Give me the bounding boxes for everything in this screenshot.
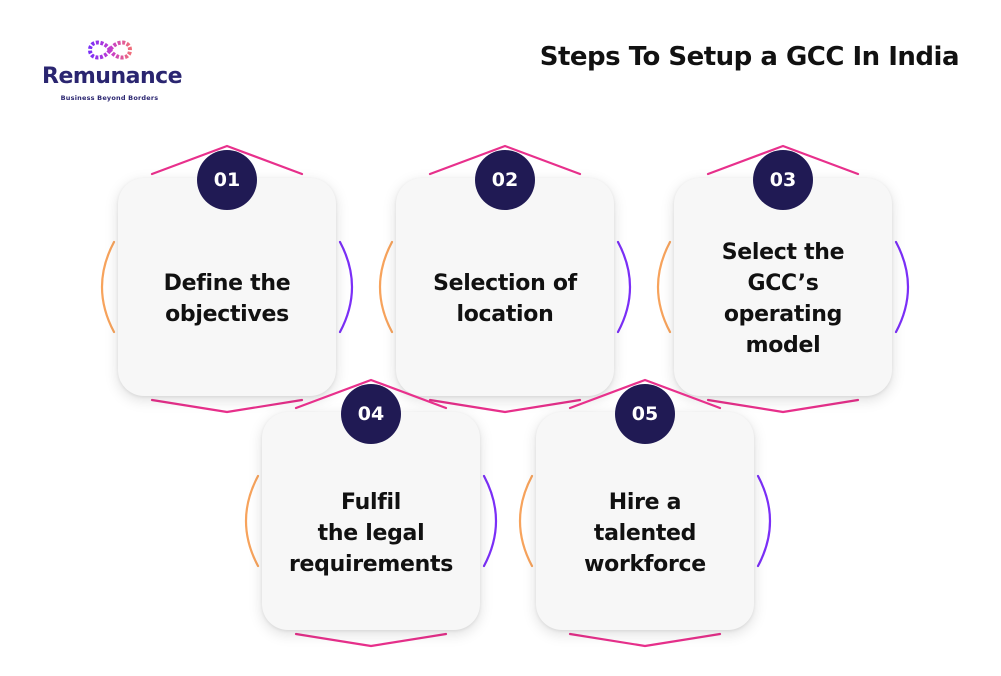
step-card-1: 01 Define the objectives (100, 144, 354, 414)
step-decoration (656, 144, 910, 414)
step-label: Fulfil the legal requirements (288, 489, 453, 577)
step-decoration (518, 378, 772, 648)
step-label: Selection of location (433, 271, 577, 327)
step-card-body (396, 178, 614, 396)
step-card-2: 02 Selection of location (378, 144, 632, 414)
step-card-4: 04 Fulfil the legal requirements (244, 378, 498, 648)
brand-logo: Remunance Business Beyond Borders (42, 36, 202, 106)
step-decoration (244, 378, 498, 648)
brand-tagline: Business Beyond Borders (60, 94, 159, 102)
step-number-badge: 05 (615, 384, 675, 444)
step-label: Hire a talented workforce (584, 489, 706, 577)
step-decoration (100, 144, 354, 414)
step-label: Select the GCC’s operating model (721, 240, 845, 358)
step-card-body (118, 178, 336, 396)
step-label: Define the objectives (163, 271, 291, 327)
page-title: Steps To Setup a GCC In India (539, 42, 960, 72)
step-number-badge: 02 (475, 150, 535, 210)
step-number-badge: 04 (341, 384, 401, 444)
step-card-body (674, 178, 892, 396)
step-card-5: 05 Hire a talented workforce (518, 378, 772, 648)
infinity-logo-icon (87, 40, 133, 60)
step-number-badge: 01 (197, 150, 257, 210)
step-card-3: 03 Select the GCC’s operating model (656, 144, 910, 414)
brand-name: Remunance (42, 64, 183, 89)
step-number-badge: 03 (753, 150, 813, 210)
step-card-body (262, 412, 480, 630)
step-decoration (378, 144, 632, 414)
step-card-body (536, 412, 754, 630)
